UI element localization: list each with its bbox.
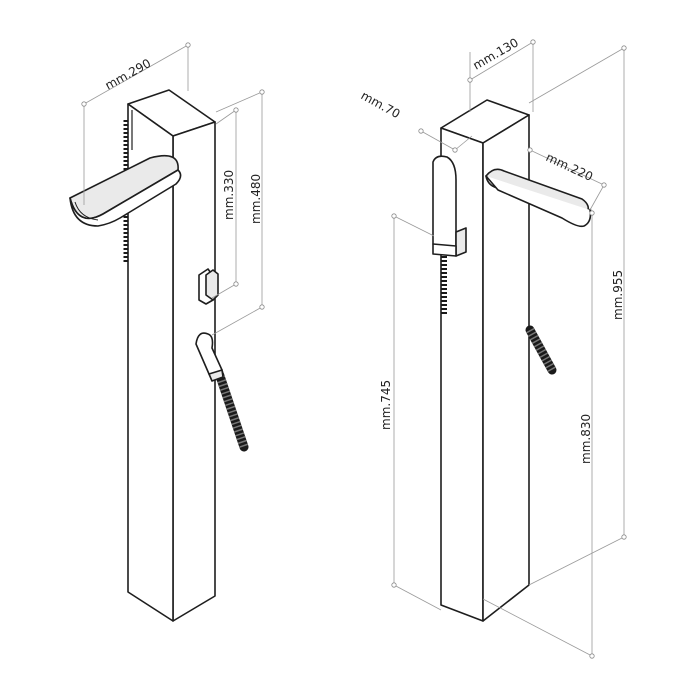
left-view: mm.290 mm.330 mm.480 [69,42,265,622]
right-handle [432,155,467,316]
right-tray-width-label: mm.220 [544,150,595,184]
right-total-height-label: mm.955 [611,270,625,320]
left-hose-height-label: mm.480 [249,174,263,224]
right-dimension-lines [391,39,627,659]
left-dimension-lines [81,42,265,336]
right-handle-width-label: mm.70 [359,88,403,121]
left-column [127,89,216,622]
left-tray [69,154,182,227]
right-view: mm.130 mm.70 mm.220 mm.955 mm.745 mm.830 [359,35,627,659]
right-tray-height-label: mm.830 [579,414,593,464]
left-hook [198,268,219,305]
left-hand-shower [195,332,249,452]
right-handle-height-label: mm.745 [379,380,393,430]
left-width-label: mm.290 [103,56,154,93]
right-tray [485,168,592,228]
right-back-hose [525,325,557,375]
left-hook-height-label: mm.330 [222,170,236,220]
left-column-front [127,103,174,622]
